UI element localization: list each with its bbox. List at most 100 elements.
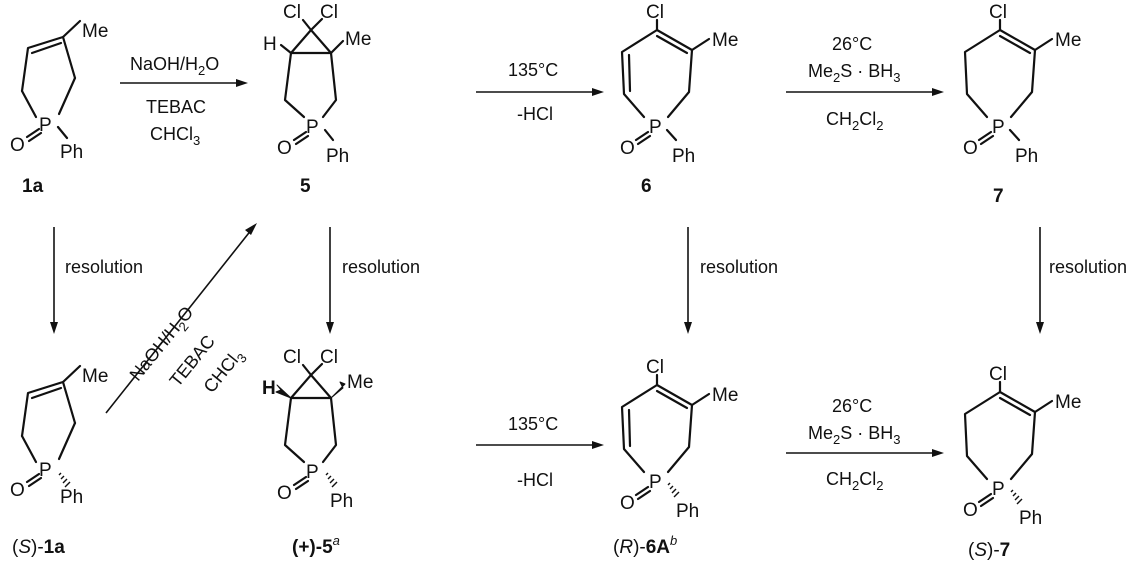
phosphorus-label: P [306, 462, 319, 483]
phosphorus-label: P [992, 117, 1005, 138]
arrowhead [932, 449, 944, 457]
compound-label-5: 5 [300, 176, 311, 197]
reagent-temperature-135: 135°C [508, 60, 558, 80]
arrowhead [684, 322, 692, 334]
phenyl-label: Ph [676, 501, 699, 522]
oxygen-label: O [277, 138, 292, 159]
methyl-label: Me [82, 21, 108, 42]
oxygen-label: O [620, 493, 635, 514]
methyl-label: Me [82, 366, 108, 387]
hashed-bond [64, 481, 71, 488]
hashed-bond [1012, 492, 1017, 497]
arrowhead [326, 322, 334, 334]
reagent-resolution: resolution [342, 257, 420, 277]
compound-label-s7: (S)-7 [968, 540, 1010, 561]
hashed-bond [62, 478, 68, 484]
reagent-resolution: resolution [700, 257, 778, 277]
compound-6-structure: Cl Me P O Ph [620, 2, 738, 167]
compound-1a-structure: Me P O Ph [10, 19, 108, 163]
chlorine-label: Cl [320, 2, 338, 23]
hydrogen-label: H [263, 34, 277, 55]
hashed-bond [667, 482, 671, 486]
chlorine-label: Cl [646, 2, 664, 23]
hydrogen-label: H [262, 378, 276, 399]
reagent-temperature-26: 26°C [832, 396, 872, 416]
chlorine-label: Cl [283, 2, 301, 23]
oxygen-label: O [10, 135, 25, 156]
methyl-label: Me [712, 385, 738, 406]
reagent-chloroform: CHCl3 [150, 124, 200, 148]
oxygen-label: O [963, 500, 978, 521]
reagent-minus-hcl: -HCl [517, 104, 553, 124]
phosphorus-label: P [649, 117, 662, 138]
reagent-dichloromethane: CH2Cl2 [826, 469, 883, 493]
reagent-dichloromethane: CH2Cl2 [826, 109, 883, 133]
phosphorus-label: P [39, 115, 52, 136]
chlorine-label: Cl [989, 2, 1007, 23]
compound-label-plus5a: (+)-5a [292, 533, 340, 558]
hashed-bond [1016, 498, 1023, 505]
compound-label-1a: 1a [22, 176, 44, 197]
hashed-bond [1010, 489, 1014, 493]
reagent-resolution: resolution [65, 257, 143, 277]
arrowhead [236, 79, 248, 87]
compound-label-s1a: (S)-1a [12, 537, 65, 558]
reagent-naoh-water: NaOH/H2O [130, 54, 219, 78]
arrowhead [245, 223, 257, 235]
hashed-bond [1014, 495, 1020, 501]
reagent-borane-dimethylsulfide: Me2S · BH3 [808, 61, 901, 85]
hashed-bond [327, 475, 332, 480]
chlorine-label: Cl [283, 347, 301, 368]
reagent-resolution: resolution [1049, 257, 1127, 277]
reagent-tebac: TEBAC [146, 97, 206, 117]
phosphorus-label: P [306, 117, 319, 138]
hashed-bond [669, 485, 674, 490]
compound-s1a-structure: Me P O Ph [10, 364, 108, 508]
compound-7-structure: Cl Me P O Ph [963, 2, 1081, 167]
methyl-label: Me [1055, 392, 1081, 413]
reagent-borane-dimethylsulfide: Me2S · BH3 [808, 423, 901, 447]
oxygen-label: O [963, 138, 978, 159]
oxygen-label: O [10, 480, 25, 501]
compound-label-6: 6 [641, 176, 652, 197]
arrowhead [592, 88, 604, 96]
compound-5-structure: Cl Cl H Me P O Ph [263, 2, 371, 167]
hashed-bond [673, 491, 680, 498]
methyl-label: Me [347, 372, 373, 393]
chlorine-label: Cl [646, 357, 664, 378]
arrow-s1a-to-5 [105, 228, 253, 414]
compound-label-7: 7 [993, 186, 1004, 207]
phenyl-label: Ph [1015, 146, 1038, 167]
reagent-temperature-26: 26°C [832, 34, 872, 54]
phenyl-label: Ph [60, 487, 83, 508]
arrowhead [1036, 322, 1044, 334]
methyl-label: Me [712, 30, 738, 51]
arrowhead [50, 322, 58, 334]
compound-s7-structure: Cl Me P O Ph [963, 364, 1081, 529]
compound-plus5-structure: Cl Cl H Me P O Ph [262, 347, 373, 512]
arrowhead [592, 441, 604, 449]
hashed-bond [325, 472, 329, 476]
phenyl-label: Ph [326, 146, 349, 167]
phenyl-label: Ph [330, 491, 353, 512]
hashed-bond [331, 481, 338, 488]
phosphorus-label: P [992, 479, 1005, 500]
compound-label-r6ab: (R)-6Ab [613, 533, 677, 558]
phenyl-label: Ph [1019, 508, 1042, 529]
phenyl-label: Ph [672, 146, 695, 167]
phosphorus-label: P [39, 460, 52, 481]
reagent-minus-hcl: -HCl [517, 470, 553, 490]
arrowhead [932, 88, 944, 96]
wedge-bond [330, 381, 346, 399]
phenyl-label: Ph [60, 142, 83, 163]
hashed-bond [58, 472, 62, 476]
chlorine-label: Cl [989, 364, 1007, 385]
methyl-label: Me [1055, 30, 1081, 51]
methyl-label: Me [345, 29, 371, 50]
chlorine-label: Cl [320, 347, 338, 368]
hashed-bond [60, 475, 65, 480]
oxygen-label: O [620, 138, 635, 159]
compound-r6a-structure: Cl Me P O Ph [620, 357, 738, 522]
wedge-bond [275, 384, 292, 399]
